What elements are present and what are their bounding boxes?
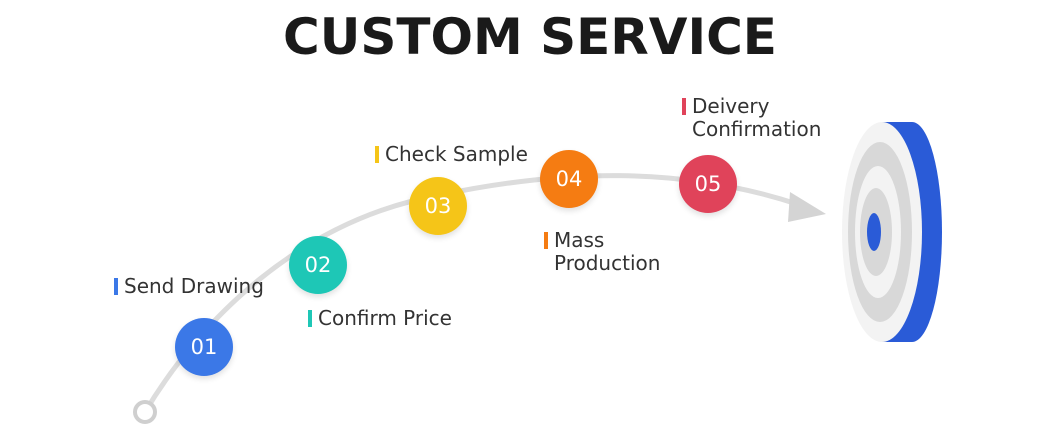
step-01-circle: 01	[175, 318, 233, 376]
step-02-circle: 02	[289, 236, 347, 294]
step-05-number: 05	[694, 172, 722, 196]
step-03-label: Check Sample	[375, 143, 528, 166]
step-02-marker	[308, 310, 312, 327]
step-02-label: Confirm Price	[308, 307, 452, 330]
step-04-number: 04	[555, 167, 583, 191]
page-title: CUSTOM SERVICE	[283, 8, 777, 66]
step-03-circle: 03	[409, 177, 467, 235]
step-04-circle: 04	[540, 150, 598, 208]
step-01-number: 01	[190, 335, 218, 359]
step-02-number: 02	[304, 253, 332, 277]
step-03-number: 03	[424, 194, 452, 218]
step-05-label: Deivery Confirmation	[682, 95, 821, 141]
target-icon	[842, 122, 942, 342]
step-03-marker	[375, 146, 379, 163]
step-01-marker	[114, 278, 118, 295]
step-04-label: Mass Production	[544, 229, 660, 275]
step-04-marker	[544, 232, 548, 249]
path-start-circle	[133, 400, 157, 424]
step-01-label: Send Drawing	[114, 275, 264, 298]
step-05-marker	[682, 98, 686, 115]
path-arrow-icon	[788, 192, 826, 222]
step-05-circle: 05	[679, 155, 737, 213]
